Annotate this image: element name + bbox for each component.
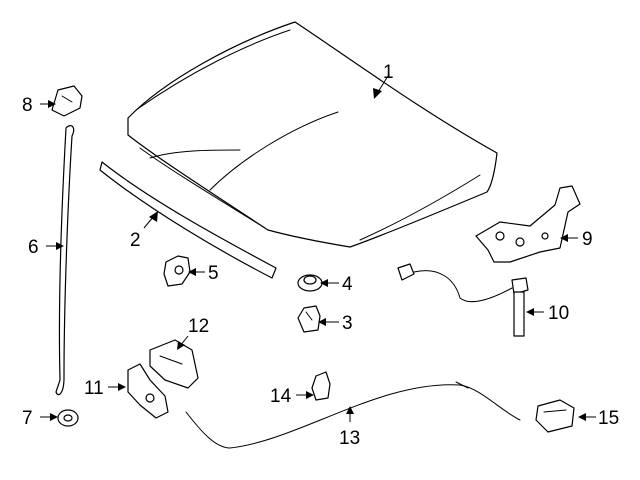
- callout-label: 9: [582, 229, 593, 250]
- hood-latch: [127, 363, 169, 419]
- release-handle: [535, 399, 575, 433]
- latch-switch-harness: [397, 263, 529, 337]
- callout-label: 2: [130, 230, 141, 251]
- callout-13: 13: [339, 406, 360, 449]
- callout-3: 3: [318, 313, 353, 334]
- callout-12: 12: [177, 316, 209, 350]
- callout-label: 7: [22, 408, 33, 429]
- hood-panel: [127, 21, 498, 248]
- callout-label: 6: [28, 237, 39, 258]
- callout-8: 8: [22, 95, 56, 116]
- prop-rod-holder: [51, 85, 83, 117]
- callout-11: 11: [84, 378, 126, 399]
- grommet: [57, 409, 79, 427]
- callout-15: 15: [578, 408, 619, 429]
- callout-label: 11: [84, 378, 104, 399]
- callout-1: 1: [373, 62, 394, 99]
- cable-clip: [311, 371, 331, 401]
- callout-label: 15: [598, 408, 619, 429]
- callout-label: 13: [339, 428, 360, 449]
- callout-10: 10: [526, 303, 569, 324]
- callout-label: 5: [208, 263, 219, 284]
- prop-rod: [55, 124, 75, 396]
- callout-label: 10: [548, 303, 569, 324]
- callout-14: 14: [270, 386, 314, 407]
- release-cable: [185, 381, 521, 449]
- callout-9: 9: [560, 229, 593, 250]
- callout-7: 7: [22, 408, 58, 429]
- callout-label: 14: [270, 386, 292, 407]
- callout-label: 8: [22, 95, 33, 116]
- callout-5: 5: [188, 263, 219, 284]
- hood-seal: [99, 161, 277, 279]
- callout-4: 4: [320, 274, 353, 295]
- hood-hinge: [475, 185, 581, 263]
- callout-2: 2: [130, 211, 158, 251]
- bracket-clip: [163, 255, 191, 287]
- callout-label: 3: [342, 313, 353, 334]
- callout-label: 4: [342, 274, 353, 295]
- callout-6: 6: [28, 237, 64, 258]
- callout-label: 1: [383, 62, 394, 83]
- callout-label: 12: [188, 316, 209, 337]
- push-clip: [297, 305, 321, 333]
- bumper-cushion: [297, 274, 323, 292]
- latch-bracket: [149, 339, 199, 389]
